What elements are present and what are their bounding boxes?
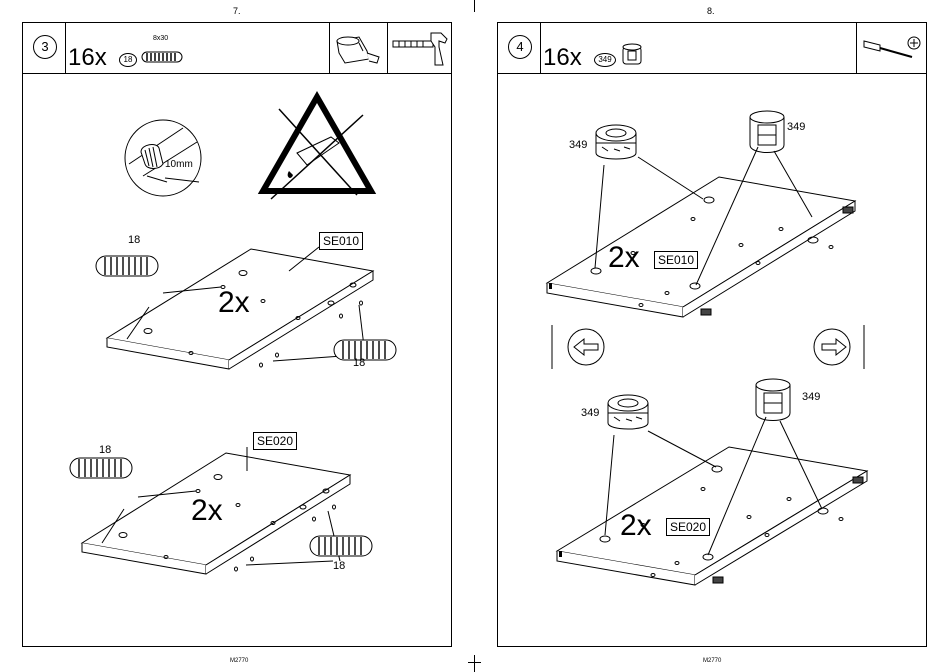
leader-line — [243, 445, 253, 475]
panel-count: 2x — [218, 286, 250, 320]
no-glue-warning-icon — [259, 91, 375, 197]
dowel-icon — [141, 49, 185, 65]
leader-lines — [498, 23, 928, 583]
dowel-icon — [309, 533, 375, 559]
hammer-icon — [391, 31, 449, 67]
leader-line — [283, 245, 323, 275]
crop-mark — [474, 655, 475, 672]
panel-code: SE010 — [319, 232, 363, 250]
divider — [65, 23, 66, 73]
part-number-badge: 18 — [119, 53, 137, 67]
dowel-depth-detail — [123, 118, 203, 198]
insertion-depth: 10mm — [165, 159, 193, 170]
part-callout: 18 — [128, 234, 140, 246]
part-callout: 349 — [802, 391, 820, 403]
part-callout: 18 — [333, 560, 345, 572]
page-number: 7. — [233, 6, 241, 16]
step-number: 3 — [33, 35, 57, 59]
page-number: 8. — [707, 6, 715, 16]
panel-count: 2x — [620, 509, 652, 543]
footer-code: M2770 — [703, 658, 721, 664]
part-callout: 18 — [353, 357, 365, 369]
part-quantity: 16x — [68, 44, 107, 72]
footer-code: M2770 — [230, 658, 248, 664]
dowel-icon — [95, 253, 161, 279]
crop-mark — [468, 662, 481, 663]
step-header: 3 16x 18 8x30 — [23, 23, 451, 74]
glue-bottle-icon — [333, 29, 383, 69]
panel-code: SE020 — [666, 518, 710, 536]
dowel-icon — [69, 455, 135, 481]
divider — [329, 23, 330, 73]
panel-code: SE020 — [253, 432, 297, 450]
instruction-page-step-3: 3 16x 18 8x30 — [22, 22, 452, 647]
crop-mark — [474, 0, 475, 12]
panel-count: 2x — [191, 494, 223, 528]
divider — [387, 23, 388, 73]
dowel-icon — [333, 337, 399, 363]
part-callout: 349 — [581, 407, 599, 419]
part-size: 8x30 — [153, 35, 168, 42]
instruction-page-step-4: 4 16x 349 — [497, 22, 927, 647]
part-callout: 18 — [99, 444, 111, 456]
